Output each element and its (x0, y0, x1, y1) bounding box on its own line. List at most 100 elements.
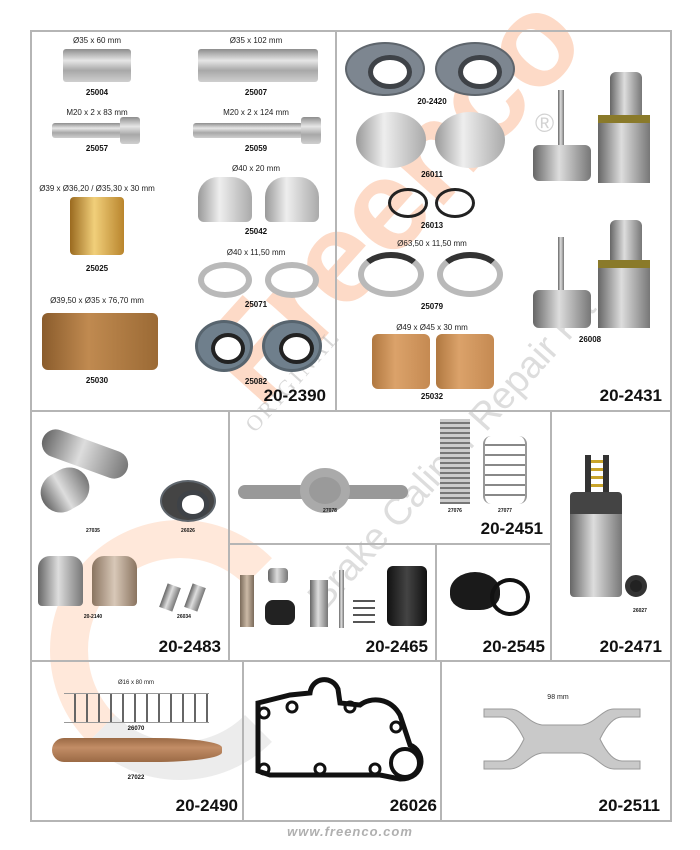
bushing-image (372, 334, 430, 389)
part-code: 20-2140 (83, 614, 103, 620)
adjuster-nut-image (533, 290, 591, 328)
pin-sleeve-image (63, 49, 131, 82)
part-code: 27035 (86, 528, 100, 534)
bolt-image (193, 123, 303, 138)
part-dimension: Ø35 x 60 mm (72, 36, 122, 45)
part-code: 25025 (85, 264, 109, 273)
kit-number: 20-2490 (175, 796, 238, 815)
part-code: 26034 (177, 614, 191, 620)
bushing-image (265, 600, 295, 625)
seal-image (625, 575, 647, 597)
pin-sleeve-image (198, 49, 318, 82)
adjuster-gear-image (598, 115, 650, 183)
pin-image (339, 570, 344, 628)
cover-ring-image (490, 578, 530, 616)
piston-image (435, 112, 505, 168)
part-code: 25042 (244, 227, 268, 236)
part-code: 25032 (420, 392, 444, 401)
circlip-image (388, 188, 428, 218)
adjuster-stem-image (558, 90, 564, 150)
needle-bearing-image (38, 556, 83, 606)
kit-number: 20-2451 (480, 519, 543, 538)
adjuster-body-image (570, 492, 622, 597)
footer-url[interactable]: www.freenco.com (287, 824, 413, 839)
part-code: 25079 (420, 302, 444, 311)
part-dimension: Ø39,50 x Ø35 x 76,70 mm (50, 296, 144, 305)
ring-image (358, 252, 424, 297)
kit-number: 20-2431 (599, 386, 662, 405)
part-code: 25007 (244, 88, 268, 97)
part-dimension: Ø63,50 x 11,50 mm (397, 239, 467, 248)
gasket-image (255, 677, 424, 782)
ring-image (437, 252, 503, 297)
part-dimension: Ø35 x 102 mm (229, 36, 283, 45)
part-code: 26013 (420, 221, 444, 230)
adjuster-stem-image (558, 237, 564, 292)
kit-number: 20-2545 (482, 637, 545, 656)
part-code: 26070 (127, 726, 145, 732)
piston-image (356, 112, 426, 168)
spring-image (483, 436, 527, 504)
seal-image (160, 480, 216, 522)
part-code: 25004 (85, 88, 109, 97)
part-dimension: M20 x 2 x 83 mm (66, 108, 128, 117)
part-code: 26027 (633, 608, 647, 614)
dust-cover-image (435, 42, 515, 96)
kit-number: 20-2465 (365, 637, 428, 656)
adjuster-gear-image (598, 260, 650, 328)
seal-image (262, 320, 322, 372)
adjuster-piston-image (610, 72, 642, 122)
part-code: 25057 (85, 144, 109, 153)
ring-image (265, 262, 319, 298)
adjuster-piston-image (610, 220, 642, 265)
bolt-head-image (301, 117, 321, 144)
kit-number: 20-2483 (158, 637, 221, 656)
bushing-tube-image (42, 313, 158, 370)
part-code: 25030 (85, 376, 109, 385)
needle-bearing-image (92, 556, 137, 606)
adjuster-cap-image (387, 566, 427, 626)
guide-sleeve-image (240, 575, 254, 627)
bronze-bushing-image (70, 197, 124, 255)
part-code: 20-2420 (417, 97, 447, 106)
part-dimension: Ø49 x Ø45 x 30 mm (396, 323, 468, 332)
tool-plate-hub-image (300, 468, 350, 513)
nut-image (268, 568, 288, 583)
spring-image (353, 595, 375, 627)
part-code: 25071 (244, 300, 268, 309)
part-dimension: M20 x 2 x 124 mm (223, 108, 289, 117)
part-code: 27076 (448, 508, 462, 514)
kit-number: 20-2390 (263, 386, 326, 405)
cap-image (198, 177, 252, 222)
part-code: 27078 (323, 508, 337, 514)
part-dimension: Ø40 x 11,50 mm (226, 248, 286, 257)
kit-panel-20-2511 (440, 660, 672, 822)
guide-pin-image (52, 738, 222, 762)
guide-sleeve-image (310, 580, 328, 627)
cap-image (265, 177, 319, 222)
dust-cover-image (345, 42, 425, 96)
part-code: 26026 (181, 528, 195, 534)
adjuster-spring-image (585, 455, 609, 493)
part-code: 25059 (244, 144, 268, 153)
bolt-image (52, 123, 122, 138)
part-code: 27022 (127, 775, 145, 781)
kit-number: 26026 (389, 796, 437, 815)
bolt-head-image (120, 117, 140, 144)
adjuster-nut-image (533, 145, 591, 181)
part-dimension: Ø16 x 80 mm (117, 680, 155, 686)
part-code: 26011 (421, 170, 443, 179)
circlip-image (435, 188, 475, 218)
part-dimension: Ø40 x 20 mm (231, 164, 281, 173)
part-dimension: Ø39 x Ø36,20 / Ø35,30 x 30 mm (39, 184, 155, 193)
seal-image (195, 320, 253, 372)
spanner-tool-image (483, 708, 641, 770)
kit-number: 20-2471 (599, 637, 662, 656)
ring-image (198, 262, 252, 298)
spring-image (64, 693, 209, 723)
part-code: 25082 (244, 377, 268, 386)
part-code: 27077 (498, 508, 512, 514)
kit-number: 20-2511 (598, 796, 660, 815)
bushing-image (436, 334, 494, 389)
spring-image (440, 419, 470, 504)
